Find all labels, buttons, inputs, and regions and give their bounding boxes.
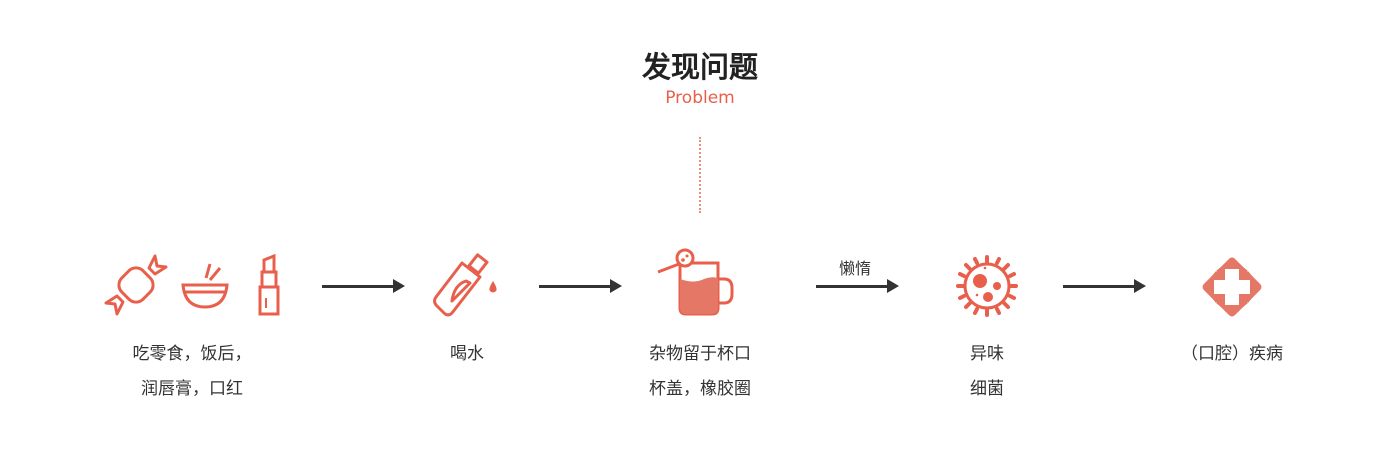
step-label-line2: 杯盖，橡胶圈 — [649, 379, 751, 399]
water-bottle-icon — [433, 253, 497, 317]
medical-cross-icon — [1202, 257, 1262, 317]
flow-arrow — [816, 279, 899, 293]
step-label-line2: 润唇膏，口红 — [141, 379, 243, 399]
bowl-chopsticks-icon — [181, 263, 229, 309]
step-label-line1: 喝水 — [450, 344, 484, 364]
step-label-line1: 异味 — [970, 344, 1004, 364]
bacteria-icon — [956, 255, 1018, 317]
lipstick-icon — [258, 254, 280, 316]
page-subtitle: Problem — [665, 88, 735, 108]
step-label: 杂物留于杯口 杯盖，橡胶圈 — [580, 337, 820, 407]
page-title: 发现问题 — [641, 50, 758, 84]
dotted-divider — [699, 137, 701, 213]
flow-arrow — [539, 279, 622, 293]
step-label: （口腔）疾病 — [1112, 337, 1352, 372]
step-label-line1: 杂物留于杯口 — [649, 344, 751, 364]
step-label: 异味 细菌 — [867, 337, 1107, 407]
step-label-line1: 吃零食，饭后， — [132, 344, 252, 364]
arrow-label: 懒惰 — [839, 259, 872, 278]
candy-icon — [104, 254, 168, 316]
flow-arrow — [322, 279, 405, 293]
dirty-cup-icon — [657, 248, 734, 316]
flow-arrow — [1063, 279, 1146, 293]
step-label-line1: （口腔）疾病 — [1181, 344, 1283, 364]
step-label: 吃零食，饭后， 润唇膏，口红 — [72, 337, 312, 407]
step-label: 喝水 — [347, 337, 587, 372]
step-label-line2: 细菌 — [970, 379, 1004, 399]
